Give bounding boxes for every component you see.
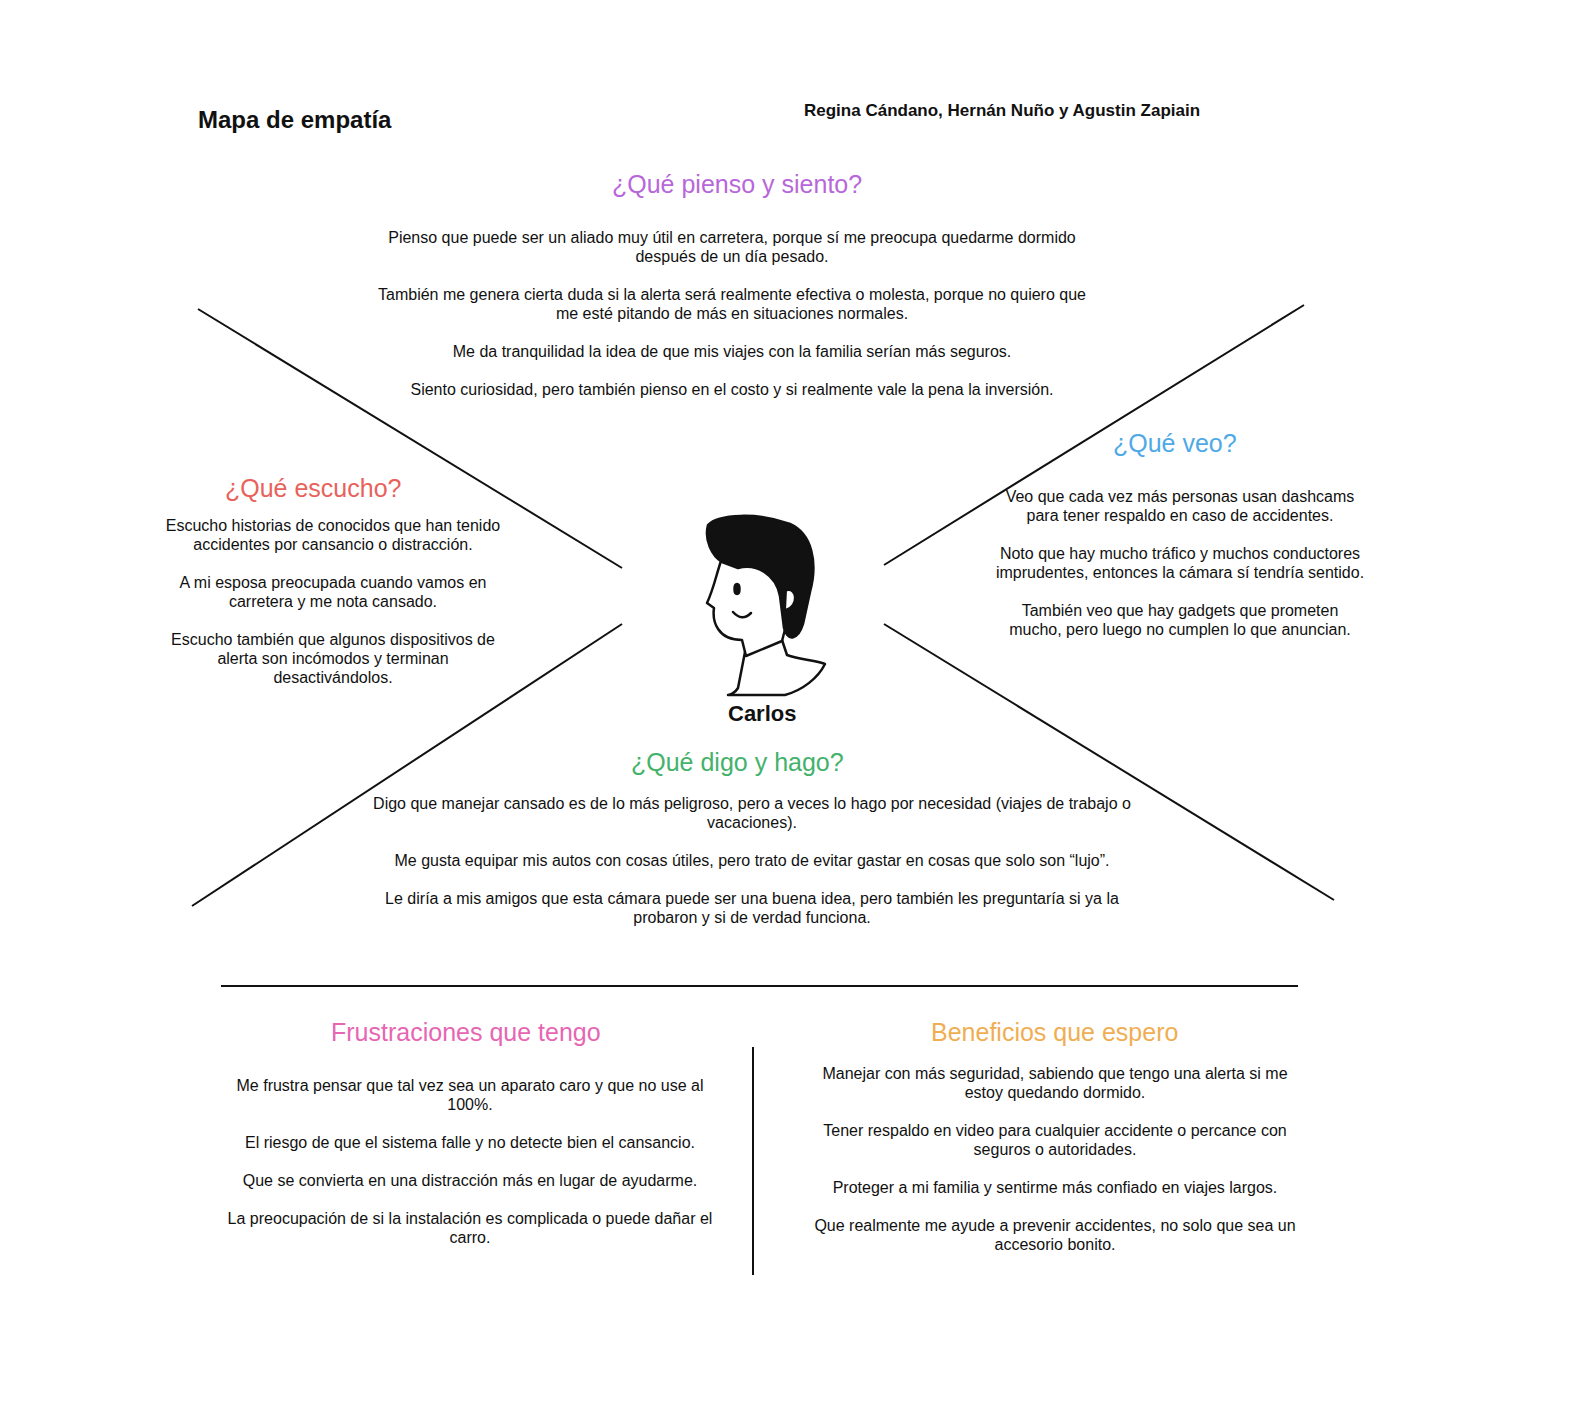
section-note: Que se convierta en una distracción más …	[215, 1171, 725, 1190]
section-body: Escucho historias de conocidos que han t…	[158, 516, 508, 706]
section-body: Pienso que puede ser un aliado muy útil …	[372, 228, 1092, 418]
section-heading: ¿Qué pienso y siento?	[612, 170, 862, 199]
section-heading: ¿Qué digo y hago?	[631, 748, 844, 777]
authors-line: Regina Cándano, Hernán Nuño y Agustin Za…	[804, 101, 1200, 121]
section-heading: Beneficios que espero	[931, 1018, 1178, 1047]
section-note: Veo que cada vez más personas usan dashc…	[995, 487, 1365, 525]
ear	[786, 590, 795, 610]
section-body: Manejar con más seguridad, sabiendo que …	[805, 1064, 1305, 1273]
section-heading: ¿Qué veo?	[1113, 429, 1237, 458]
section-note: Siento curiosidad, pero también pienso e…	[372, 380, 1092, 399]
section-note: Que realmente me ayude a prevenir accide…	[805, 1216, 1305, 1254]
section-note: Me gusta equipar mis autos con cosas úti…	[357, 851, 1147, 870]
divider-line	[752, 1047, 754, 1275]
hair	[707, 516, 813, 638]
section-note: Me da tranquilidad la idea de que mis vi…	[372, 342, 1092, 361]
section-heading: ¿Qué escucho?	[225, 474, 402, 503]
section-heading: Frustraciones que tengo	[331, 1018, 601, 1047]
section-note: A mi esposa preocupada cuando vamos en c…	[158, 573, 508, 611]
divider-line	[221, 985, 1298, 987]
section-note: Manejar con más seguridad, sabiendo que …	[805, 1064, 1305, 1102]
section-note: Escucho historias de conocidos que han t…	[158, 516, 508, 554]
section-note: Le diría a mis amigos que esta cámara pu…	[357, 889, 1147, 927]
section-body: Digo que manejar cansado es de lo más pe…	[357, 794, 1147, 946]
section-note: Me frustra pensar que tal vez sea un apa…	[215, 1076, 725, 1114]
persona-name: Carlos	[728, 701, 796, 727]
eye	[735, 584, 740, 594]
section-body: Veo que cada vez más personas usan dashc…	[995, 487, 1365, 658]
section-note: Proteger a mi familia y sentirme más con…	[805, 1178, 1305, 1197]
section-note: Tener respaldo en video para cualquier a…	[805, 1121, 1305, 1159]
section-body: Me frustra pensar que tal vez sea un apa…	[215, 1076, 725, 1266]
section-note: Pienso que puede ser un aliado muy útil …	[372, 228, 1092, 266]
section-note: También me genera cierta duda si la aler…	[372, 285, 1092, 323]
section-note: Noto que hay mucho tráfico y muchos cond…	[995, 544, 1365, 582]
map-title: Mapa de empatía	[198, 106, 391, 134]
smile	[733, 612, 751, 617]
shirt-outline	[728, 640, 825, 695]
section-note: La preocupación de si la instalación es …	[215, 1209, 725, 1247]
section-note: También veo que hay gadgets que prometen…	[995, 601, 1365, 639]
section-note: Digo que manejar cansado es de lo más pe…	[357, 794, 1147, 832]
section-note: El riesgo de que el sistema falle y no d…	[215, 1133, 725, 1152]
divider-lines	[192, 305, 1334, 1275]
person-illustration	[707, 516, 825, 695]
section-note: Escucho también que algunos dispositivos…	[158, 630, 508, 687]
